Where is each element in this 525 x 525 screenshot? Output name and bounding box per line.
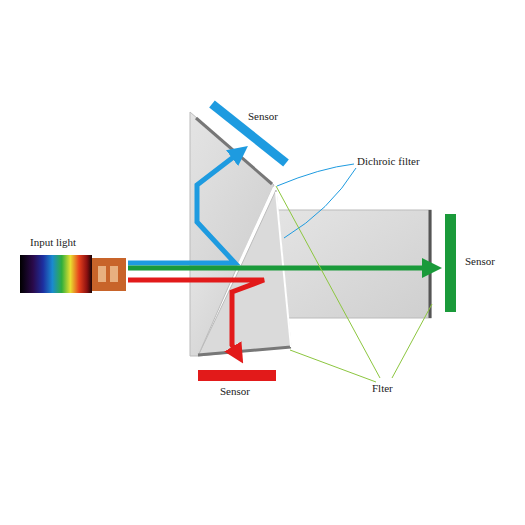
lens-block bbox=[92, 258, 126, 291]
trim-filter bbox=[429, 210, 432, 318]
glass-block bbox=[275, 210, 431, 318]
sensor-label: Sensor bbox=[220, 385, 250, 398]
green-sensor bbox=[445, 214, 456, 312]
red-trim-filter bbox=[198, 347, 291, 355]
filter-label: Dichroic filter bbox=[357, 155, 420, 168]
blue-sensor bbox=[212, 104, 286, 163]
dichroic-leaders bbox=[277, 164, 356, 238]
blue-ray bbox=[128, 152, 240, 263]
sensor-label: Sensor bbox=[248, 110, 278, 123]
red-sensor bbox=[198, 370, 276, 381]
green-ray bbox=[128, 266, 432, 271]
input-label: Input light bbox=[30, 236, 76, 249]
filter-leaders bbox=[276, 186, 432, 382]
sensor-label: Sensor bbox=[465, 255, 495, 268]
filter-label: Flter bbox=[372, 382, 393, 395]
red-ray bbox=[128, 280, 264, 355]
spectrum-bar bbox=[20, 255, 92, 293]
dichroic-face bbox=[238, 187, 274, 266]
